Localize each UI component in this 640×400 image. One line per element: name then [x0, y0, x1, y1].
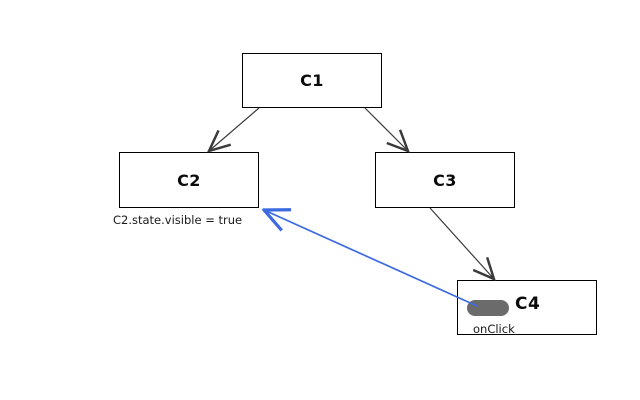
node-c2[interactable]: C2 — [119, 152, 259, 208]
click-indicator-pill[interactable] — [467, 300, 509, 316]
node-c4-label: C4 — [515, 294, 541, 314]
node-c3-label: C3 — [433, 170, 457, 190]
c2-state-annotation: C2.state.visible = true — [113, 213, 243, 227]
edge-c1-c3 — [364, 107, 408, 151]
node-c1-label: C1 — [300, 71, 324, 90]
edge-c4-c2-highlight — [264, 210, 478, 307]
node-c3[interactable]: C3 — [375, 152, 515, 208]
edge-c1-c2 — [209, 107, 260, 151]
node-c4[interactable]: C4 onClick — [457, 280, 597, 336]
node-c2-label: C2 — [177, 170, 201, 190]
onclick-annotation: onClick — [473, 322, 515, 336]
edge-c3-c4 — [429, 207, 494, 279]
node-c1[interactable]: C1 — [242, 53, 382, 108]
